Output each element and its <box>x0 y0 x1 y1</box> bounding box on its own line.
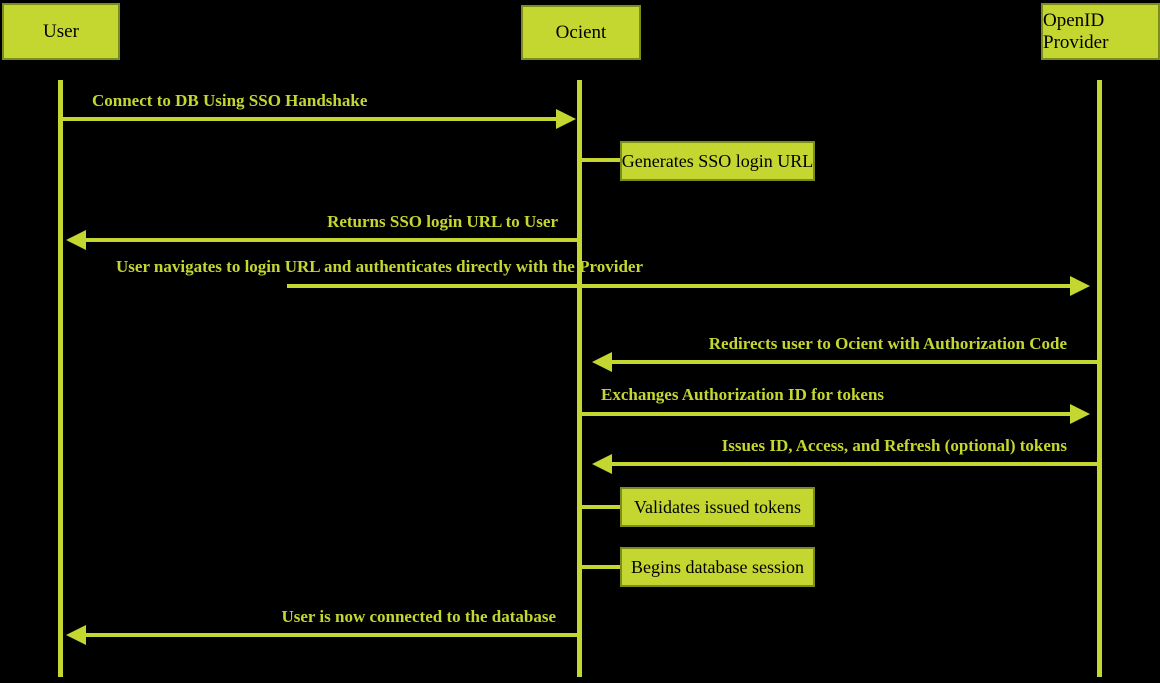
arrow-line <box>62 117 556 121</box>
message-label-redirects-user-to-ocient: Redirects user to Ocient with Authorizat… <box>708 334 1067 353</box>
actor-box-ocient: Ocient <box>521 5 641 60</box>
message-label-user-now-connected: User is now connected to the database <box>281 607 556 626</box>
arrow-line <box>86 633 578 637</box>
actor-box-openid-provider: OpenID Provider <box>1041 3 1160 60</box>
action-label: Validates issued tokens <box>634 496 801 517</box>
action-connector-line <box>582 565 620 569</box>
action-connector-line <box>582 158 620 162</box>
action-box-validates-issued-tokens: Validates issued tokens <box>620 487 815 527</box>
action-label: Begins database session <box>631 556 804 577</box>
action-connector-line <box>582 505 620 509</box>
arrow-line <box>612 360 1097 364</box>
arrowhead-left-icon <box>592 454 612 474</box>
lifeline-user <box>58 80 63 677</box>
message-label-issues-tokens: Issues ID, Access, and Refresh (optional… <box>721 436 1067 455</box>
message-label-connect-to-db: Connect to DB Using SSO Handshake <box>92 91 368 110</box>
arrowhead-left-icon <box>66 625 86 645</box>
arrowhead-right-icon <box>556 109 576 129</box>
action-box-generates-sso-login-url: Generates SSO login URL <box>620 141 815 181</box>
arrowhead-left-icon <box>592 352 612 372</box>
message-label-exchanges-authorization-id: Exchanges Authorization ID for tokens <box>601 385 885 404</box>
arrow-line <box>581 412 1070 416</box>
message-label-user-navigates-to-login-url: User navigates to login URL and authenti… <box>116 257 643 276</box>
arrowhead-right-icon <box>1070 404 1090 424</box>
arrowhead-right-icon <box>1070 276 1090 296</box>
arrowhead-left-icon <box>66 230 86 250</box>
action-box-begins-database-session: Begins database session <box>620 547 815 587</box>
arrow-line <box>612 462 1097 466</box>
arrow-line <box>86 238 578 242</box>
message-label-returns-sso-login-url: Returns SSO login URL to User <box>327 212 558 231</box>
actor-user-label: User <box>43 20 79 42</box>
actor-openid-provider-label: OpenID Provider <box>1043 9 1109 53</box>
actor-box-user: User <box>2 3 120 60</box>
action-label: Generates SSO login URL <box>621 150 814 171</box>
actor-ocient-label: Ocient <box>555 21 607 43</box>
lifeline-ocient <box>577 80 582 677</box>
lifeline-openid-provider <box>1097 80 1102 677</box>
arrow-line <box>287 284 1070 288</box>
